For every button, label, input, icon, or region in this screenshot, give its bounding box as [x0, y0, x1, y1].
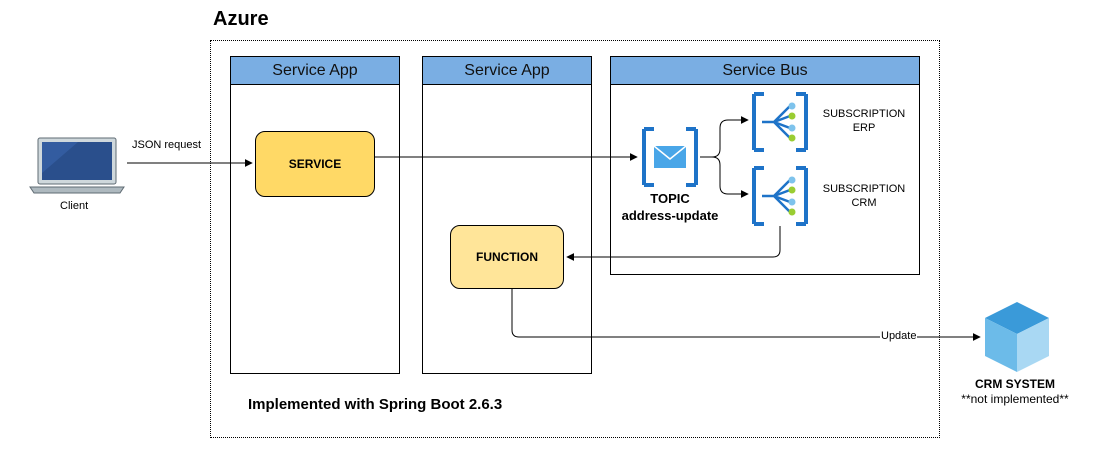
topic-label: TOPIC address-update	[615, 190, 725, 224]
service-app-header-2: Service App	[423, 57, 591, 85]
azure-title: Azure	[213, 8, 269, 30]
edge-topic-to-crm	[711, 156, 749, 198]
subscription-icon	[752, 166, 808, 226]
implementation-note: Implemented with Spring Boot 2.6.3	[248, 396, 503, 413]
crm-system-line1: CRM SYSTEM	[974, 377, 1055, 391]
service-app-panel-1: Service App	[230, 56, 400, 374]
json-request-label: JSON request	[131, 139, 203, 151]
update-label: Update	[880, 330, 918, 342]
service-bus-panel: Service Bus	[610, 56, 920, 275]
topic-label-line2: address-update	[621, 208, 719, 223]
topic-label-line1: TOPIC	[650, 191, 690, 206]
subscription-crm-line2: CRM	[851, 197, 877, 209]
service-app-header-1: Service App	[231, 57, 399, 85]
client-label: Client	[60, 200, 89, 212]
subscription-crm-label: SUBSCRIPTION CRM	[816, 182, 912, 210]
edge-function-to-crm-system	[511, 289, 981, 341]
service-app-panel-2: Service App	[422, 56, 592, 374]
service-bus-header: Service Bus	[611, 57, 919, 85]
envelope-icon	[642, 127, 698, 187]
function-node: FUNCTION	[450, 225, 564, 289]
subscription-crm-line1: SUBSCRIPTION	[822, 183, 906, 195]
subscription-icon	[752, 92, 808, 152]
service-node: SERVICE	[255, 131, 375, 197]
laptop-icon	[29, 137, 125, 194]
cube-icon	[985, 302, 1049, 372]
edge-topic-to-erp	[700, 116, 749, 158]
subscription-erp-line2: ERP	[852, 122, 876, 134]
crm-system-line2: **not implemented**	[961, 392, 1069, 406]
edge-crm-to-function	[566, 226, 781, 261]
subscription-erp-line1: SUBSCRIPTION	[822, 108, 906, 120]
crm-system-label: CRM SYSTEM **not implemented**	[940, 377, 1090, 407]
subscription-erp-label: SUBSCRIPTION ERP	[816, 107, 912, 135]
azure-boundary	[210, 40, 940, 438]
